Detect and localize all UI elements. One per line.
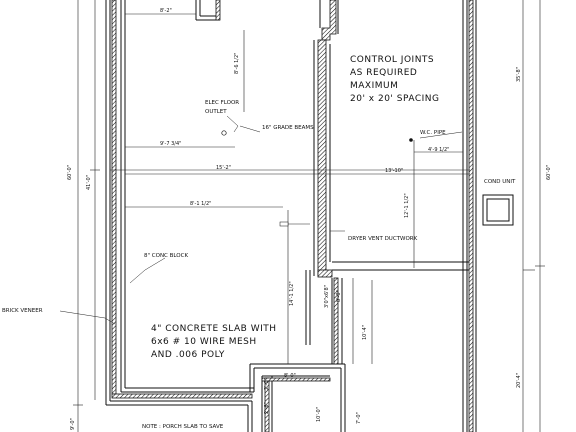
svg-text:9'-0": 9'-0"	[70, 418, 76, 430]
porch-note: NOTE : PORCH SLAB TO SAVE	[142, 424, 224, 430]
svg-text:9'-7 3/4": 9'-7 3/4"	[160, 141, 181, 147]
svg-text:6x6 # 10 WIRE MESH: 6x6 # 10 WIRE MESH	[151, 337, 257, 347]
conc-block-label: 8" CONC BLOCK	[144, 253, 188, 259]
dimension-lines	[73, 0, 545, 432]
right-exterior-wall	[462, 0, 477, 432]
svg-text:CONTROL JOINTS: CONTROL JOINTS	[350, 55, 434, 65]
slab-note: 4" CONCRETE SLAB WITH 6x6 # 10 WIRE MESH…	[151, 324, 277, 360]
svg-text:4'-9 1/2": 4'-9 1/2"	[428, 147, 449, 153]
svg-text:12'-1 1/2": 12'-1 1/2"	[404, 193, 410, 218]
svg-text:4" CONCRETE SLAB WITH: 4" CONCRETE SLAB WITH	[151, 324, 277, 334]
svg-text:AND .006 POLY: AND .006 POLY	[151, 350, 225, 360]
svg-text:20' x 20' SPACING: 20' x 20' SPACING	[350, 94, 439, 104]
svg-text:10'-4": 10'-4"	[362, 325, 368, 340]
porch-walls	[247, 363, 346, 432]
left-exterior-wall	[105, 0, 126, 405]
svg-text:35'-8": 35'-8"	[516, 67, 522, 82]
grade-beams-label: 16" GRADE BEAMS	[262, 125, 314, 131]
svg-text:13'-10": 13'-10"	[385, 168, 403, 174]
dryer-vent-label: DRYER VENT DUCTWORK	[348, 236, 418, 242]
porch-column	[305, 270, 343, 365]
svg-text:14'-1 1/2": 14'-1 1/2"	[289, 281, 295, 306]
svg-text:60'-0": 60'-0"	[67, 165, 73, 180]
cond-unit-pad	[482, 194, 514, 226]
center-grade-beam	[313, 0, 470, 278]
wc-pipe-label: W.C. PIPE	[420, 130, 446, 136]
svg-text:8'-1 1/2": 8'-1 1/2"	[190, 201, 211, 207]
svg-text:8'-2": 8'-2"	[160, 8, 172, 14]
svg-text:8'-6 1/2": 8'-6 1/2"	[234, 53, 240, 74]
svg-text:20'-4": 20'-4"	[516, 373, 522, 388]
svg-text:8'-0": 8'-0"	[284, 373, 296, 379]
elec-floor-label: ELEC FLOOR	[205, 100, 239, 106]
svg-text:8'-0": 8'-0"	[336, 290, 342, 302]
svg-text:7'-0": 7'-0"	[356, 412, 362, 424]
leader-lines	[59, 115, 463, 325]
elec-outlet-symbol	[221, 130, 227, 136]
svg-text:2'-0": 2'-0"	[264, 378, 270, 390]
svg-text:MAXIMUM: MAXIMUM	[350, 81, 398, 91]
left-block-wall	[111, 0, 117, 395]
top-notch	[195, 0, 221, 21]
svg-text:60'-0": 60'-0"	[546, 165, 552, 180]
dryer-vent-symbol	[279, 221, 289, 227]
svg-text:AS REQUIRED: AS REQUIRED	[350, 68, 417, 78]
svg-text:15'-2": 15'-2"	[216, 165, 231, 171]
svg-text:2'-6": 2'-6"	[264, 402, 270, 414]
dimension-labels: 8'-2" 8'-6 1/2" 9'-7 3/4" 15'-2" 13'-10"…	[67, 8, 552, 430]
control-joints-note: CONTROL JOINTS AS REQUIRED MAXIMUM 20' x…	[350, 55, 439, 104]
svg-text:10'-0": 10'-0"	[316, 407, 322, 422]
brick-veneer-label: BRICK VENEER	[2, 308, 43, 314]
outlet-label: OUTLET	[205, 109, 227, 115]
svg-text:41'-0": 41'-0"	[86, 175, 92, 190]
cond-unit-label: COND UNIT	[484, 179, 516, 185]
svg-text:3'0"x6'8": 3'0"x6'8"	[324, 285, 330, 308]
bottom-left-wall	[106, 387, 254, 406]
